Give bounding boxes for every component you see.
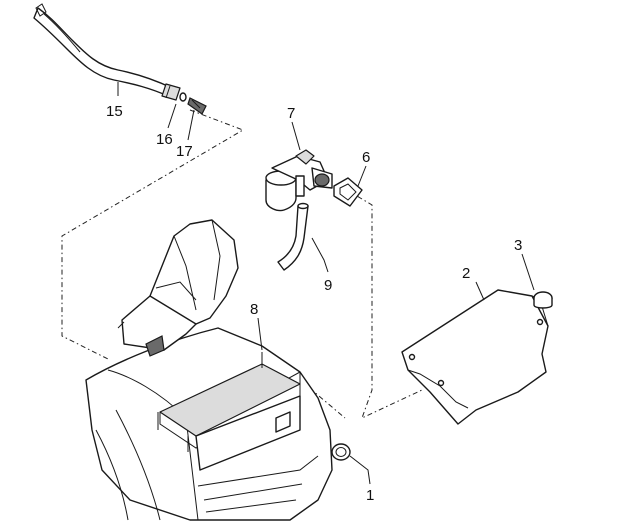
callout-8: 8 [250,301,258,318]
callout-15: 15 [106,103,123,120]
callout-6: 6 [362,149,370,166]
callout-2: 2 [462,265,470,282]
hose-part-15 [33,3,181,101]
gasket-part-6 [333,177,363,207]
duct-cover [117,219,239,357]
callout-1: 1 [366,487,374,504]
callout-9: 9 [324,277,332,294]
callout-16: 16 [156,131,173,148]
callout-3: 3 [514,237,522,254]
nozzle-part-17 [187,97,207,115]
main-housing [85,327,333,521]
ring-part-16 [179,92,187,102]
tray-part-2 [401,289,549,425]
cap-part-1 [331,443,351,461]
valve-part-7 [265,149,333,212]
callout-7: 7 [287,105,295,122]
tube-part-9 [277,202,309,271]
callout-leaders [117,82,535,485]
knob-part-3 [533,291,553,309]
callout-labels: 15 16 17 7 6 9 8 2 3 1 [106,103,522,504]
callout-17: 17 [176,143,193,160]
